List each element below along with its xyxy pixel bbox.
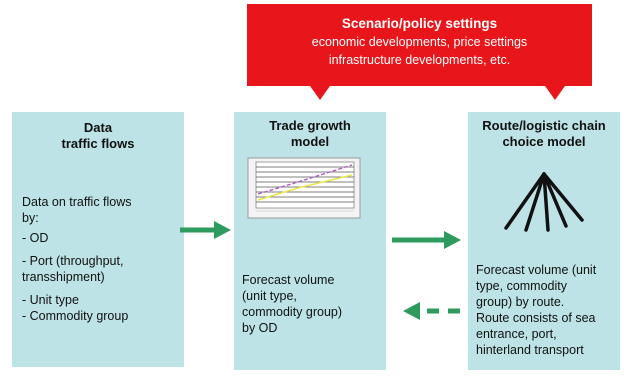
route-choice-model-box: Route/logistic chain choice model Foreca… bbox=[468, 112, 620, 370]
arrow-data-to-trade-head bbox=[214, 221, 231, 239]
route-box-body-6: hinterland transport bbox=[476, 343, 584, 357]
banner-pointer-right-shape bbox=[545, 86, 565, 100]
arrow-trade-to-route-head bbox=[444, 231, 461, 249]
route-box-heading-1: Route/logistic chain bbox=[482, 118, 606, 133]
data-box-item-port-1: - Port (throughput, bbox=[22, 254, 124, 268]
mini-line-chart-icon bbox=[247, 157, 361, 219]
data-box-item-port-2: transshipment) bbox=[22, 270, 105, 284]
data-box-item-unit: - Unit type bbox=[22, 293, 79, 307]
scenario-line-1: economic developments, price settings bbox=[311, 35, 528, 49]
trade-box-body-1: Forecast volume bbox=[242, 273, 335, 287]
trade-growth-model-box: Trade growth model Forecast volume (unit… bbox=[234, 112, 386, 370]
scenario-banner: Scenario/policy settings economic develo… bbox=[247, 4, 592, 86]
trade-box-body-3: commodity group) bbox=[242, 305, 343, 319]
trade-box-heading-1: Trade growth bbox=[269, 118, 351, 133]
data-box-item-od: - OD bbox=[22, 231, 49, 245]
data-box-heading-2: traffic flows bbox=[61, 136, 135, 151]
route-box-body-5: entrance, port, bbox=[476, 327, 557, 341]
data-box-intro-1: Data on traffic flows bbox=[22, 195, 132, 209]
scenario-title: Scenario/policy settings bbox=[341, 16, 498, 31]
route-box-body-4: Route consists of sea bbox=[476, 311, 596, 325]
data-box-item-commodity: - Commodity group bbox=[22, 309, 129, 323]
route-box-body-1: Forecast volume (unit bbox=[476, 263, 597, 277]
trade-box-body-4: by OD bbox=[242, 321, 278, 335]
arrow-route-to-trade-head bbox=[403, 302, 420, 320]
route-fan-icon bbox=[504, 172, 584, 232]
trade-box-body-2: (unit type, bbox=[242, 289, 297, 303]
data-box-heading-1: Data bbox=[83, 120, 113, 135]
banner-pointer-left-shape bbox=[310, 86, 330, 100]
scenario-line-2: infrastructure developments, etc. bbox=[328, 53, 511, 67]
route-box-heading-2: choice model bbox=[502, 134, 586, 149]
data-traffic-flows-box: Data traffic flows Data on traffic flows… bbox=[12, 112, 184, 367]
route-box-body-2: type, commodity bbox=[476, 279, 568, 293]
data-box-intro-2: by: bbox=[22, 211, 39, 225]
trade-box-heading-2: model bbox=[290, 134, 330, 149]
route-box-body-3: group) by route. bbox=[476, 295, 565, 309]
